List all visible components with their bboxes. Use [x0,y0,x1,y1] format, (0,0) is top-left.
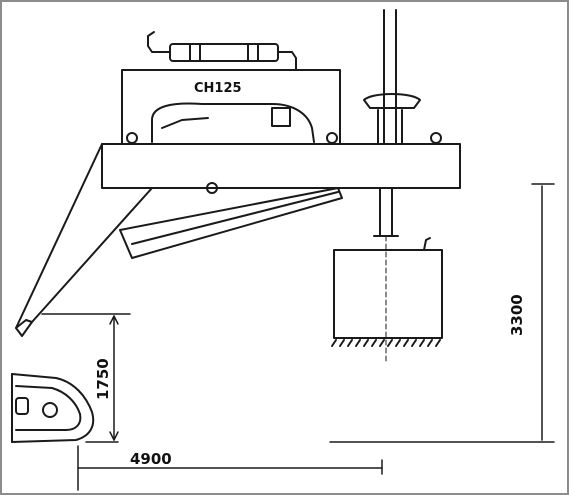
drill-mast [363,9,421,237]
hydraulic-cylinder [119,187,343,259]
exhaust-muffler [147,31,297,71]
engine-cab [121,69,341,145]
reference-lines [41,183,555,443]
support-arms [15,143,218,337]
machine-model-label: CH125 [194,81,242,96]
main-boom [101,132,461,189]
carrier-tracks [11,373,95,443]
dimension-label-height: 3300 [508,294,526,336]
drill-bucket [331,235,443,363]
dimension-lines [77,185,543,491]
dimension-label-reach: 4900 [130,450,172,468]
dimension-label-lift: 1750 [94,358,112,400]
